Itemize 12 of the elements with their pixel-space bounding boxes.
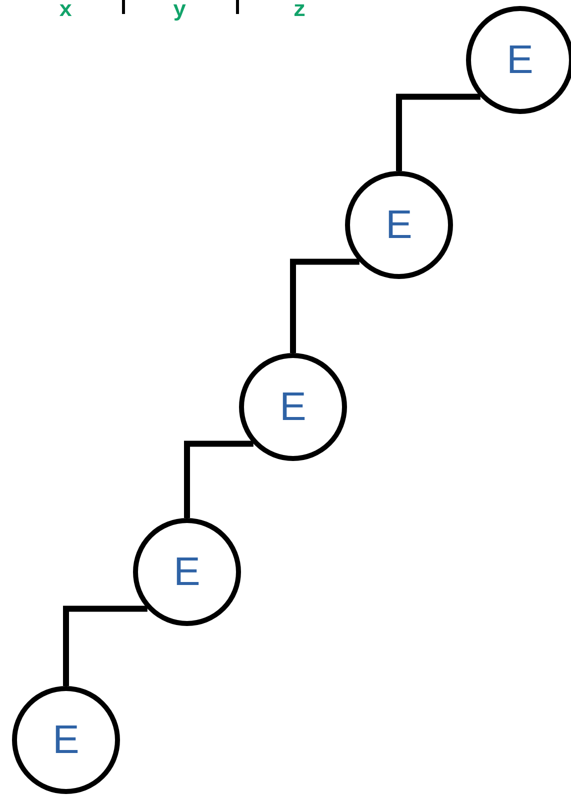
connector-line: [184, 440, 254, 518]
connector-line: [63, 606, 148, 686]
connector-line: [290, 258, 360, 353]
node-label: E: [174, 550, 200, 594]
node-label: E: [386, 202, 412, 248]
node-label: E: [506, 38, 534, 82]
axis-letter: x: [59, 0, 72, 22]
connector-line: [396, 94, 480, 171]
axis-letter: z: [293, 0, 306, 22]
node-label: E: [52, 718, 80, 762]
node-label: E: [280, 384, 306, 430]
axis-letter: y: [173, 0, 186, 22]
